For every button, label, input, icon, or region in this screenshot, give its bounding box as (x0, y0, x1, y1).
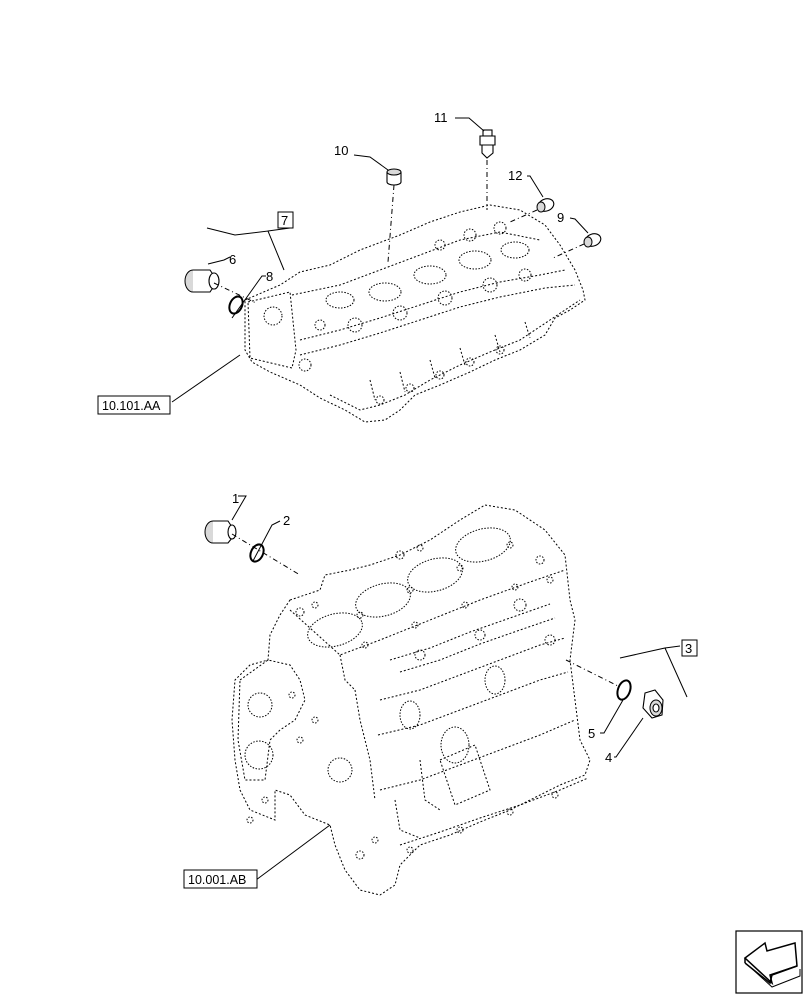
callout-7-box: 7 (277, 211, 294, 229)
reference-engine-block-label: 10.001.AB (188, 873, 246, 887)
part-12-plug (536, 198, 555, 213)
part-6-plug (184, 269, 220, 293)
callout-2: 2 (283, 513, 290, 528)
part-10-plug (386, 168, 402, 186)
callout-8: 8 (266, 269, 273, 284)
part-9-plug (583, 233, 602, 248)
callout-12: 12 (508, 168, 522, 183)
part-4-plug (642, 689, 664, 719)
callout-1: 1 (232, 491, 239, 506)
reference-cylinder-head-label: 10.101.AA (102, 399, 161, 413)
engine-block-drawing (231, 504, 591, 896)
reference-engine-block[interactable]: 10.001.AB (183, 869, 258, 889)
callout-10: 10 (334, 143, 348, 158)
part-5-o-ring (616, 679, 632, 701)
reference-cylinder-head[interactable]: 10.101.AA (97, 395, 171, 415)
callout-9: 9 (557, 210, 564, 225)
part-11-fitting (479, 129, 496, 159)
callout-11: 11 (434, 110, 448, 125)
callout-7: 7 (281, 213, 288, 228)
callout-3: 3 (685, 641, 692, 656)
callout-3-box: 3 (681, 639, 698, 657)
cylinder-head-drawing (244, 204, 586, 423)
callout-5: 5 (588, 726, 595, 741)
part-1-plug (204, 520, 237, 544)
arrow-back-icon[interactable] (735, 930, 803, 994)
callout-6: 6 (229, 252, 236, 267)
part-8-o-ring (228, 295, 244, 315)
callout-4: 4 (605, 750, 612, 765)
